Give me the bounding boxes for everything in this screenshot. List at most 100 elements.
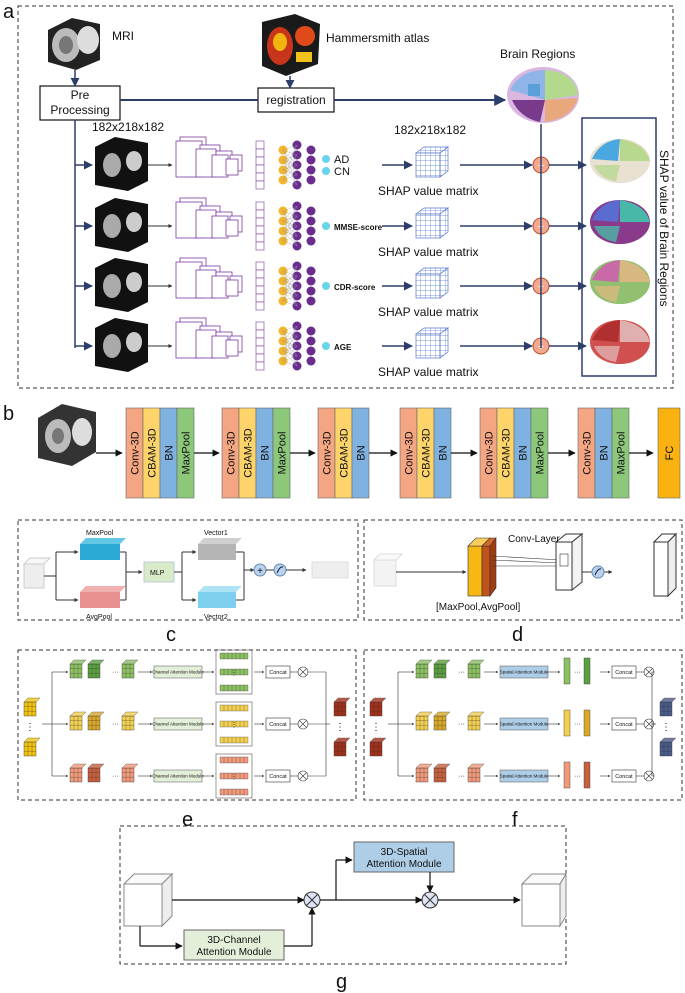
tensor-top <box>433 711 451 717</box>
d-pool-label: [MaxPool,AvgPool] <box>436 602 521 613</box>
neuron-link <box>282 325 298 352</box>
mri-cube <box>95 198 148 252</box>
feature-map <box>225 279 239 297</box>
flatten-cell <box>255 301 265 311</box>
multiply-sign <box>645 720 653 728</box>
neuron-link <box>282 240 298 247</box>
ellipsis: ⋮ <box>661 722 671 733</box>
tensor-top <box>467 711 485 717</box>
layer-fc <box>657 407 681 499</box>
flatten-cell <box>255 156 265 166</box>
flatten-cell <box>255 261 265 271</box>
neuron-link <box>282 205 298 212</box>
ellipsis: ··· <box>112 773 119 780</box>
tensor-top <box>121 763 139 769</box>
parallel-row: ···Channel Attention Module⋮Concat <box>52 753 326 799</box>
ellipsis: ⋮ <box>231 774 238 781</box>
output-tensor <box>659 701 673 717</box>
tensor-top <box>415 763 433 769</box>
brain-regions-image <box>507 67 579 123</box>
tensor-top <box>415 711 433 717</box>
input-tensor <box>23 741 37 757</box>
feature-map <box>225 219 239 237</box>
input-tensor-top <box>369 737 387 743</box>
output-tensor-top <box>333 697 351 703</box>
shap-matrix-side <box>439 146 449 178</box>
tensor <box>433 767 447 783</box>
panel-b-mri <box>38 404 96 466</box>
parallel-row: ···Channel Attention Module⋮Concat <box>52 701 326 747</box>
neuron-link <box>282 285 298 302</box>
spatial-map <box>583 761 591 789</box>
ellipsis: ⋮ <box>371 722 381 733</box>
flatten-cell <box>255 293 265 303</box>
flatten-cell <box>255 140 265 150</box>
neuron <box>306 145 316 155</box>
layer-label: BN <box>518 445 530 460</box>
tensor-top <box>415 659 433 665</box>
flatten-cell <box>255 277 265 287</box>
layer-label: BN <box>260 445 272 460</box>
neuron <box>306 165 316 175</box>
neuron <box>306 206 316 216</box>
panel-label-f: f <box>512 809 518 831</box>
neuron <box>306 236 316 246</box>
neuron-link <box>282 225 298 242</box>
dims-right-label: 182x218x182 <box>394 123 466 137</box>
panel-label-d: d <box>512 624 523 646</box>
panel-a-frame <box>17 5 674 389</box>
panel-label-e: e <box>182 809 193 831</box>
layer-label: Conv-3D <box>130 431 142 474</box>
flatten-cell <box>255 180 265 190</box>
spatial-attention-box <box>353 841 455 873</box>
shap-matrix-side <box>439 327 449 359</box>
concat-label: Concat <box>269 774 287 780</box>
tensor <box>415 767 429 783</box>
neuron-link <box>282 275 298 302</box>
vector-bracket <box>215 701 253 747</box>
tensor-top <box>87 711 105 717</box>
output-label: AD <box>334 154 349 166</box>
neuron <box>306 266 316 276</box>
ellipsis: ⋮ <box>335 722 345 733</box>
preprocessing-box <box>39 85 121 121</box>
ellipsis: ··· <box>574 773 581 780</box>
attention-module-label: Channel Attention Module <box>152 722 204 727</box>
neuron-link <box>282 179 298 186</box>
flatten-cell <box>255 345 265 355</box>
svg-text:+: + <box>257 566 263 577</box>
flatten-cell <box>255 361 265 371</box>
tensor <box>121 715 135 731</box>
flatten-cell <box>255 209 265 219</box>
output-label: CN <box>334 166 350 178</box>
neuron <box>306 346 316 356</box>
tensor-top <box>69 659 87 665</box>
neuron-link <box>282 360 298 367</box>
tensor-top <box>69 763 87 769</box>
output-label: AGE <box>334 343 352 352</box>
attention-module-label: Spatial Attention Module <box>500 774 549 779</box>
input-tensor <box>369 701 383 717</box>
mri-cube <box>95 258 148 312</box>
neuron-link <box>282 325 298 362</box>
brain-region <box>594 226 620 242</box>
tensor <box>69 663 83 679</box>
layer-label: CBAM-3D <box>339 428 351 478</box>
attention-module-label: Spatial Attention Module <box>500 722 549 727</box>
channel-vector <box>219 720 249 728</box>
neuron-link <box>282 144 298 181</box>
shap-matrix-label: SHAP value matrix <box>378 305 478 319</box>
flatten-cell <box>255 225 265 235</box>
panel-f-frame <box>363 649 683 801</box>
tensor-top <box>121 659 139 665</box>
atlas-thumbnail <box>262 14 320 76</box>
tensor <box>87 663 101 679</box>
attention-module-label: Channel Attention Module <box>152 670 204 675</box>
input-tensor-top <box>369 697 387 703</box>
output-tensor <box>333 741 347 757</box>
brain-region <box>602 330 614 340</box>
